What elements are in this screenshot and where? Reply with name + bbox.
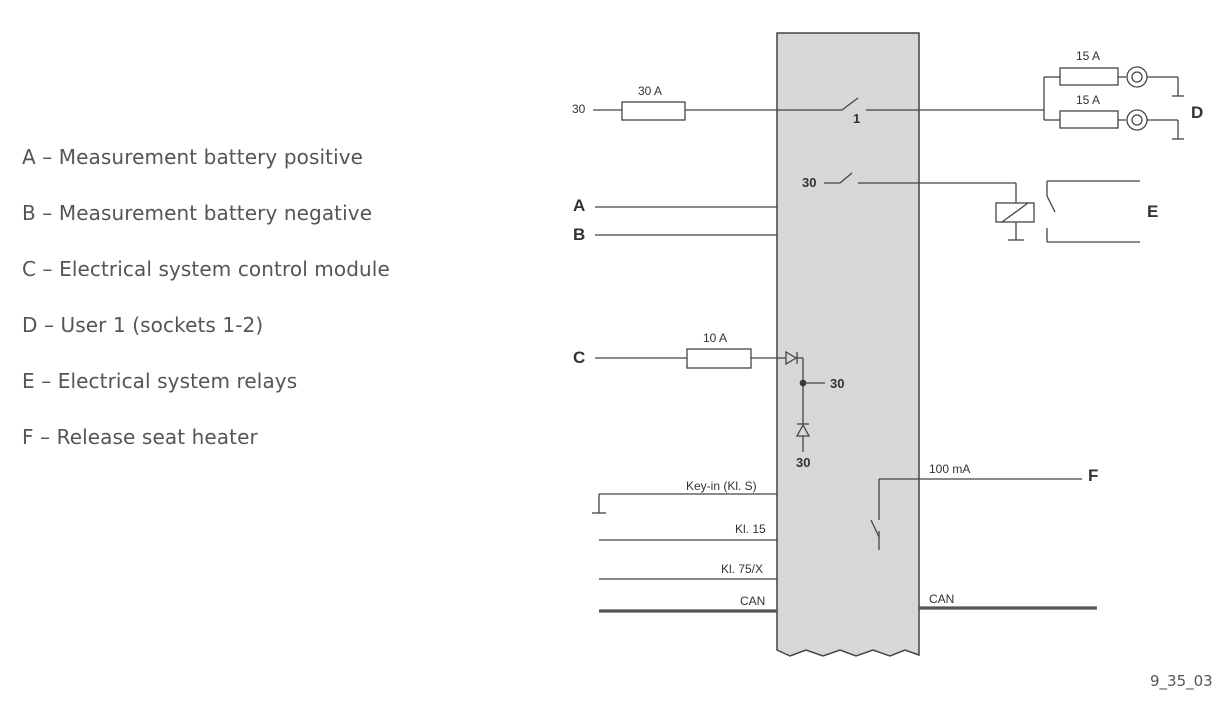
legend-item-f: F – Release seat heater [22,425,258,449]
fuse-30a [621,101,686,121]
kl15-label: Kl. 15 [735,522,766,536]
label-a: A [573,196,585,215]
label-c: C [573,348,585,367]
legend-item-c: C – Electrical system control module [22,257,390,281]
fuse-15a-2-label: 15 A [1076,93,1100,107]
key-in-label: Key-in (Kl. S) [686,479,757,493]
relay-30-label: 30 [802,175,816,190]
switch-1 [841,97,859,111]
label-b: B [573,225,585,244]
socket-1-icon [1126,66,1148,88]
switch-1-label: 1 [853,111,860,126]
label-e: E [1147,202,1158,221]
legend-item-a: A – Measurement battery positive [22,145,364,169]
switch-f [870,519,880,538]
label-f: F [1088,466,1098,485]
node-30-right-label: 30 [830,376,844,391]
kl75-label: Kl. 75/X [721,562,763,576]
can-right-label: CAN [929,592,954,606]
legend-list: A – Measurement battery positive B – Mea… [22,140,390,476]
node-30-bottom-label: 30 [796,455,810,470]
relay-switch [839,172,853,184]
fuse-15a-2 [1059,110,1119,129]
control-module-body [776,32,920,657]
legend-item-b: B – Measurement battery negative [22,201,373,225]
figure-code: 9_35_03 [1150,672,1213,690]
fuse-15a-1-label: 15 A [1076,49,1100,63]
fuse-30a-label: 30 A [638,84,662,98]
legend-item-d: D – User 1 (sockets 1-2) [22,313,264,337]
fuse-10a-label: 10 A [703,331,727,345]
fuse-15a-1 [1059,67,1119,86]
label-d: D [1191,103,1203,122]
terminal-30-top-label: 30 [572,102,586,116]
legend-item-e: E – Electrical system relays [22,369,298,393]
relay-contact [1046,195,1056,213]
socket-2-icon [1126,109,1148,131]
fuse-10a [686,348,752,369]
fuse-100ma-label: 100 mA [929,462,970,476]
can-left-label: CAN [740,594,765,608]
